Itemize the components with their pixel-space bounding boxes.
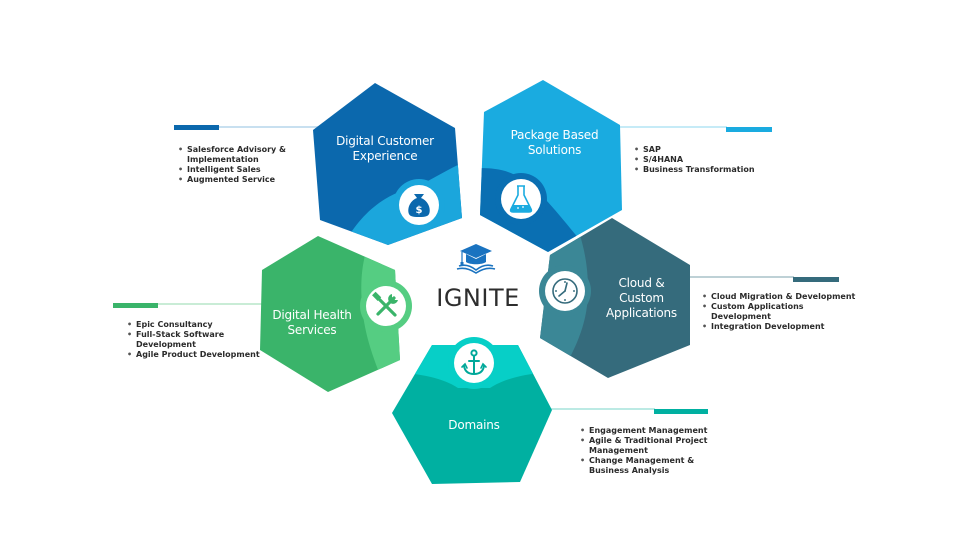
hexagon-domains[interactable] [380,337,560,484]
title-line: Package Based [510,128,599,142]
bullet-item: Engagement Management [580,426,708,436]
title-line: Cloud & [618,276,665,290]
bullet-item: Integration Development [702,322,855,332]
bullet-item: Full-Stack Software [127,330,260,340]
bullet-item: Augmented Service [178,175,286,185]
bullet-item-continuation: Implementation [187,155,259,164]
anchor-icon [461,349,487,376]
title-line: Custom [619,291,664,305]
connector-pbs [620,126,772,132]
accent-bar [113,303,158,308]
bullet-item: Cloud Migration & Development [702,292,855,302]
bullet-item: Epic Consultancy [127,320,260,330]
svg-text:$: $ [416,205,423,216]
bullet-item: Intelligent Sales [178,165,286,175]
title-line: Domains [448,418,500,432]
connector-health [113,303,262,308]
cloud-bullets: Cloud Migration & Development Custom App… [702,292,855,332]
hexagon-shape [392,345,552,484]
connector-domains [550,408,708,414]
bullet-item-continuation: Development [136,340,196,349]
health-bullets: Epic Consultancy Full-Stack Software Dev… [127,320,260,360]
bullet-item: Agile Product Development [127,350,260,360]
accent-bar [654,409,708,414]
flask-icon [509,185,533,213]
center-title: IGNITE [436,284,520,312]
accent-bar [726,127,772,132]
accent-bar [174,125,219,130]
hexagon-digital-health-services[interactable] [260,236,420,392]
clock-icon [552,278,578,304]
hexagon-cloud-custom-applications[interactable] [520,218,690,378]
dcx-bullets: Salesforce Advisory & Implementation Int… [178,145,286,185]
bullet-item: Agile & Traditional Project [580,436,708,446]
hexagon-digital-customer-experience[interactable]: $ [313,83,470,260]
icon-badge [501,179,541,219]
connector-cloud [688,276,839,282]
bullet-item: Custom Applications [702,302,855,312]
dcx-title: Digital Customer Experience [320,134,450,164]
bullet-item: Salesforce Advisory & [178,145,286,155]
domains-title: Domains [424,418,524,433]
title-line: Digital Health [272,308,352,322]
health-title: Digital Health Services [262,308,362,338]
bullet-item-continuation: Business Analysis [589,466,670,475]
graduation-cap-book-icon [456,244,496,274]
money-bag-icon: $ [408,194,430,217]
bullet-item: SAP [634,145,755,155]
cloud-title: Cloud & Custom Applications [594,276,689,321]
title-line: Services [287,323,337,337]
bullet-item: Business Transformation [634,165,755,175]
connector-dcx [174,125,330,130]
title-line: Applications [606,306,677,320]
accent-bar [793,277,839,282]
domains-bullets: Engagement Management Agile & Traditiona… [580,426,708,476]
pbs-title: Package Based Solutions [492,128,617,158]
tools-icon [372,291,398,317]
bullet-item-continuation: Management [589,446,648,455]
title-line: Digital Customer [336,134,434,148]
title-line: Experience [352,149,418,163]
bullet-item: Change Management & [580,456,708,466]
title-line: Solutions [527,143,582,157]
bullet-item-continuation: Development [711,312,771,321]
bullet-item: S/4HANA [634,155,755,165]
pbs-bullets: SAP S/4HANA Business Transformation [634,145,755,175]
